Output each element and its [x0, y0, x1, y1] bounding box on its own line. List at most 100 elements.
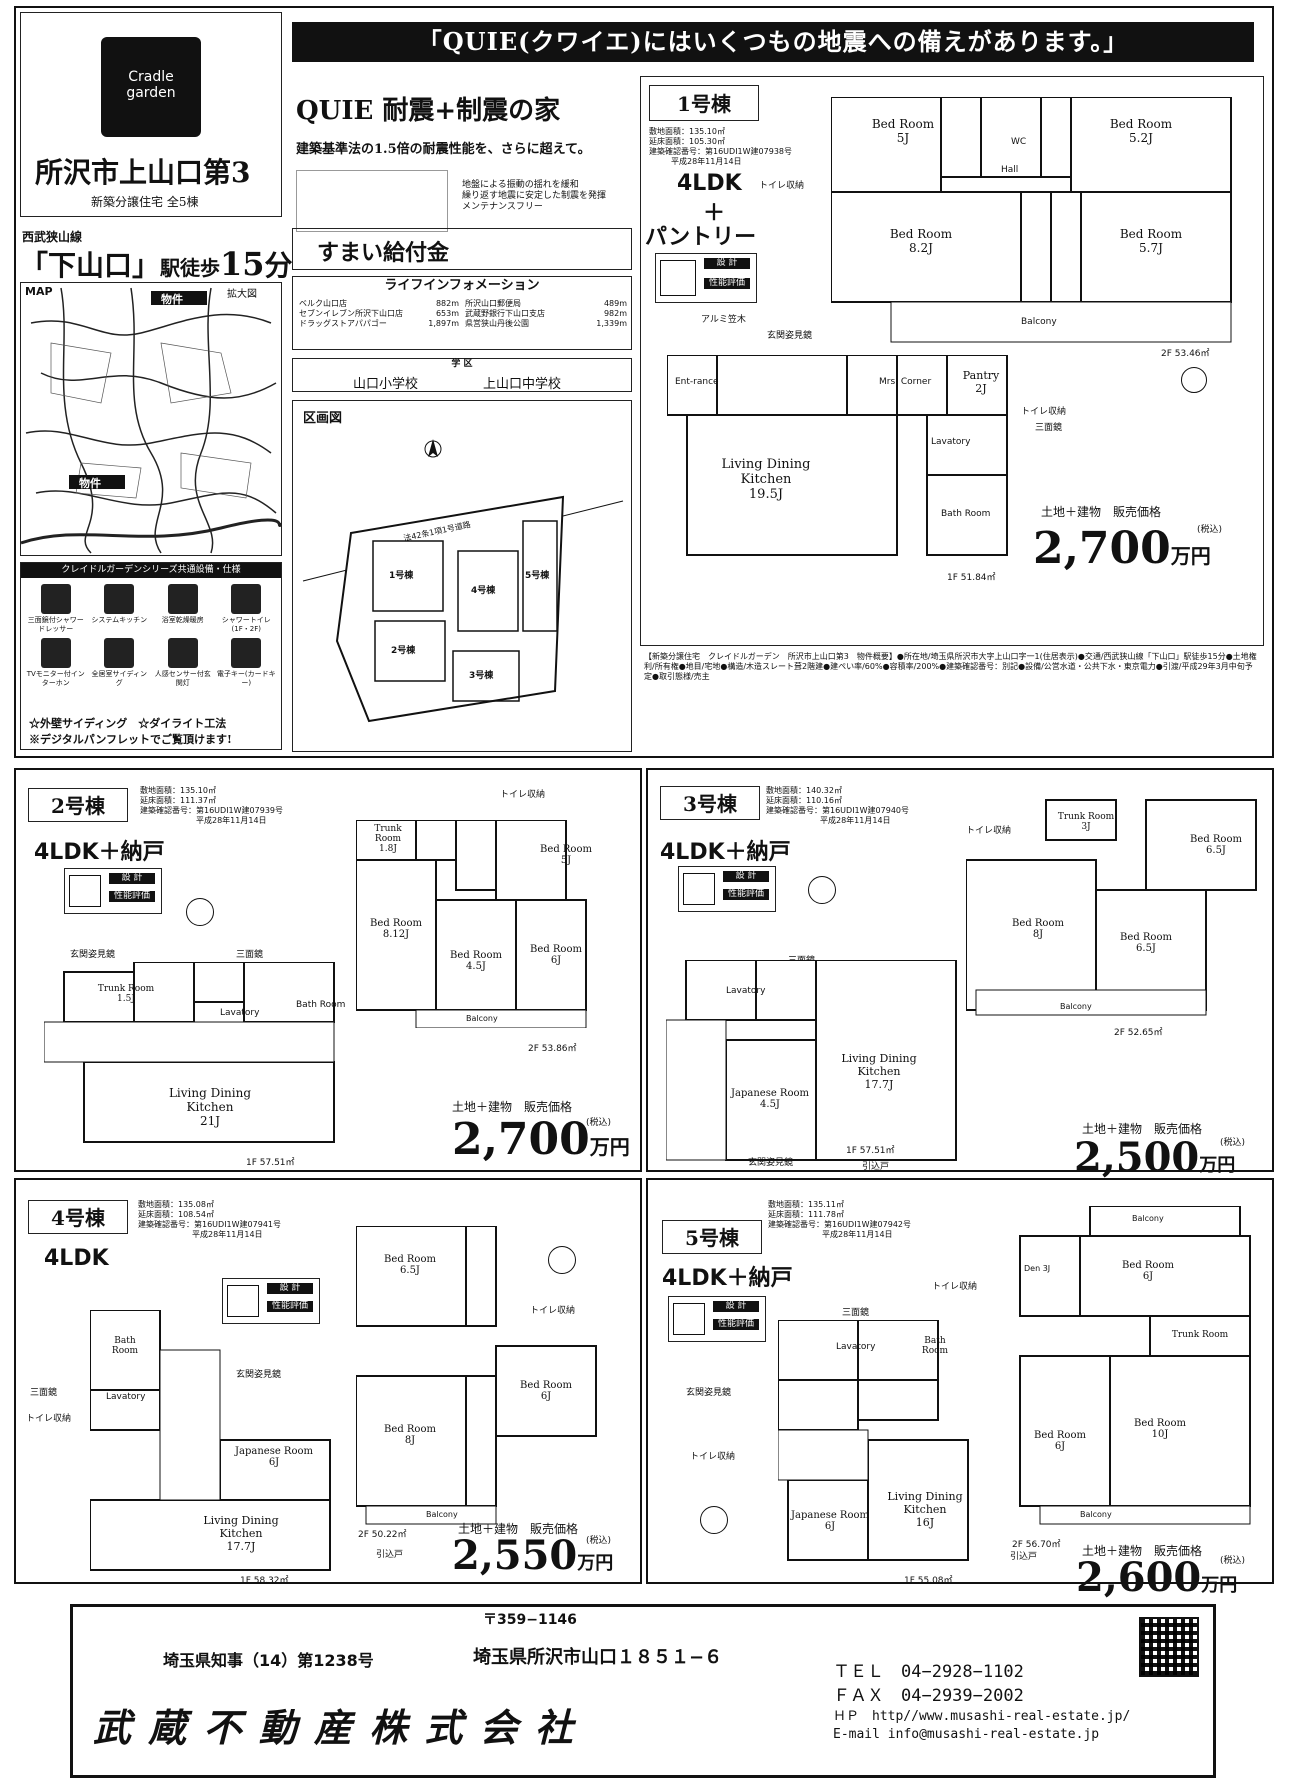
- unit5-2f-plan: [1019, 1206, 1251, 1525]
- unit4-panel: [14, 1178, 642, 1584]
- unit1-land: 敷地面積：135.10㎡: [649, 127, 725, 136]
- series-item: 人感センサー付玄関灯: [152, 636, 214, 688]
- life-info-name: 所沢山口郵便局: [465, 299, 521, 308]
- u3-lavatory: Lavatory: [726, 986, 766, 996]
- brand-box: Cradle garden 所沢市上山口第3 新築分譲住宅 全5棟: [20, 12, 282, 217]
- map-svg: [21, 287, 281, 554]
- u5-den: Den 3J: [1024, 1264, 1051, 1273]
- site-plan-title: 区画図: [303, 411, 343, 426]
- u4-bath: Bath Room: [111, 1336, 139, 1356]
- u5-price-tax: (税込): [1220, 1556, 1246, 1566]
- u3-callout-toilet: トイレ収納: [966, 826, 1012, 836]
- u4-price-tax: (税込): [586, 1536, 612, 1546]
- unit5-date: 平成28年11月14日: [822, 1230, 893, 1239]
- u4-lavatory: Lavatory: [106, 1392, 146, 1402]
- u2-price-value: 2,700: [452, 1114, 590, 1165]
- equipment-icon: [167, 638, 198, 668]
- u2-balcony: Balcony: [466, 1014, 498, 1023]
- unit1-plan: 4LDK: [677, 171, 742, 196]
- u5-price-label: 土地＋建物 販売価格: [1082, 1544, 1203, 1558]
- site-lot-5: 5号棟: [525, 571, 550, 581]
- access-line: 西武狭山線: [22, 230, 83, 244]
- unit3-no: 3号棟: [660, 786, 760, 820]
- series-note-2: ※デジタルパンフレットでご覧頂けます!: [29, 733, 232, 746]
- series-item: TVモニター付インターホン: [25, 636, 87, 688]
- u2-2f-area: 2F 53.86㎡: [528, 1044, 577, 1054]
- logo-text-2: garden: [126, 85, 176, 101]
- unit5-confirm: 建築確認番号：第16UDI1W建07942号: [768, 1220, 912, 1229]
- life-info-dist: 882m: [435, 299, 459, 308]
- unit4-land: 敷地面積：135.08㎡: [138, 1200, 214, 1209]
- u2-callout-mirror: 玄関姿見鏡: [70, 950, 116, 960]
- unit4-2f-plan: [356, 1226, 597, 1525]
- unit4-date: 平成28年11月14日: [192, 1230, 263, 1239]
- u1-callout-sanmen: 三面鏡: [1035, 423, 1063, 433]
- u5-price: 2,600万円: [1076, 1554, 1237, 1601]
- unit2-confirm: 建築確認番号：第16UDI1W建07939号: [140, 806, 284, 815]
- quie-lead: 建築基準法の1.5倍の耐震性能を、さらに超えて。: [296, 142, 591, 157]
- house-icon: [660, 260, 696, 296]
- series-item-label: 三面鏡付シャワードレッサー: [27, 616, 84, 633]
- u5-callout-toilet-2f: トイレ収納: [932, 1282, 978, 1292]
- u1-hall: Hall: [1001, 165, 1019, 175]
- unit1-plan3: パントリー: [645, 224, 757, 250]
- school-junior: 上山口中学校: [483, 377, 562, 392]
- unit3-1f-plan: [666, 960, 957, 1161]
- property-summary: 【新築分譲住宅 クレイドルガーデン 所沢市上山口第3 物件概要】●所在地/埼玉県…: [644, 652, 1257, 681]
- compass-icon: [186, 898, 214, 926]
- unit1-plan2: ＋: [703, 201, 726, 226]
- unit2-floor: 延床面積：111.37㎡: [140, 796, 216, 805]
- unit5-plan: 4LDK＋納戸: [662, 1266, 793, 1291]
- unit2-panel: [14, 768, 642, 1172]
- footer-email[interactable]: E-mail info@musashi-real-estate.jp: [833, 1727, 1100, 1742]
- life-info-dist: 489m: [603, 299, 627, 308]
- u1-price-unit: 万円: [1170, 544, 1211, 568]
- u5-trunk: Trunk Room: [1171, 1330, 1229, 1340]
- u3-2f-area: 2F 52.65㎡: [1114, 1028, 1163, 1038]
- footer: 〒359−1146 埼玉県知事（14）第1238号 埼玉県所沢市山口１８５１−６…: [70, 1604, 1216, 1778]
- series-item-label: 電子キー(カードキー): [216, 670, 276, 687]
- unit3-badge: 設 計 性能評価: [678, 866, 776, 912]
- house-icon: [673, 1303, 705, 1335]
- life-info-name: 県営狭山丹後公園: [465, 319, 529, 328]
- u5-lavatory: Lavatory: [836, 1342, 876, 1352]
- footer-fax: ＦＡＸ 04−2939−2002: [833, 1686, 1024, 1706]
- u4-callout-sanmen: 三面鏡: [30, 1388, 58, 1398]
- u4-price-value: 2,550: [452, 1532, 578, 1579]
- u5-price-value: 2,600: [1076, 1554, 1202, 1601]
- u2-lavatory: Lavatory: [220, 1008, 260, 1018]
- series-item-label: シャワートイレ(1F・2F): [221, 616, 271, 633]
- life-info-row: ベルク山口店 882m: [299, 299, 459, 309]
- series-item-label: システムキッチン: [91, 616, 148, 624]
- life-info-dist: 1,897m: [428, 319, 459, 328]
- footer-postal: 〒359−1146: [483, 1612, 577, 1628]
- unit3-confirm: 建築確認番号：第16UDI1W建07940号: [766, 806, 910, 815]
- school-elementary: 山口小学校: [353, 377, 419, 392]
- u4-price-unit: 万円: [577, 1553, 614, 1574]
- compass-icon: [700, 1506, 728, 1534]
- unit4-confirm: 建築確認番号：第16UDI1W建07941号: [138, 1220, 282, 1229]
- badge-line1: 設 計: [704, 258, 750, 269]
- qr-code-icon[interactable]: [1139, 1617, 1199, 1677]
- u3-balcony: Balcony: [1060, 1002, 1092, 1011]
- quie-point: 地盤による振動の揺れを緩和: [462, 180, 579, 190]
- u1-callout-mirror: 玄関姿見鏡: [767, 331, 813, 341]
- badge-line1: 設 計: [109, 873, 155, 884]
- life-info-name: ベルク山口店: [299, 299, 347, 308]
- life-info-name: 武蔵野銀行下山口支店: [465, 309, 545, 318]
- access-unit: 分: [264, 249, 293, 282]
- footer-hp[interactable]: ＨＰ http//www.musashi-real-estate.jp/: [833, 1709, 1131, 1724]
